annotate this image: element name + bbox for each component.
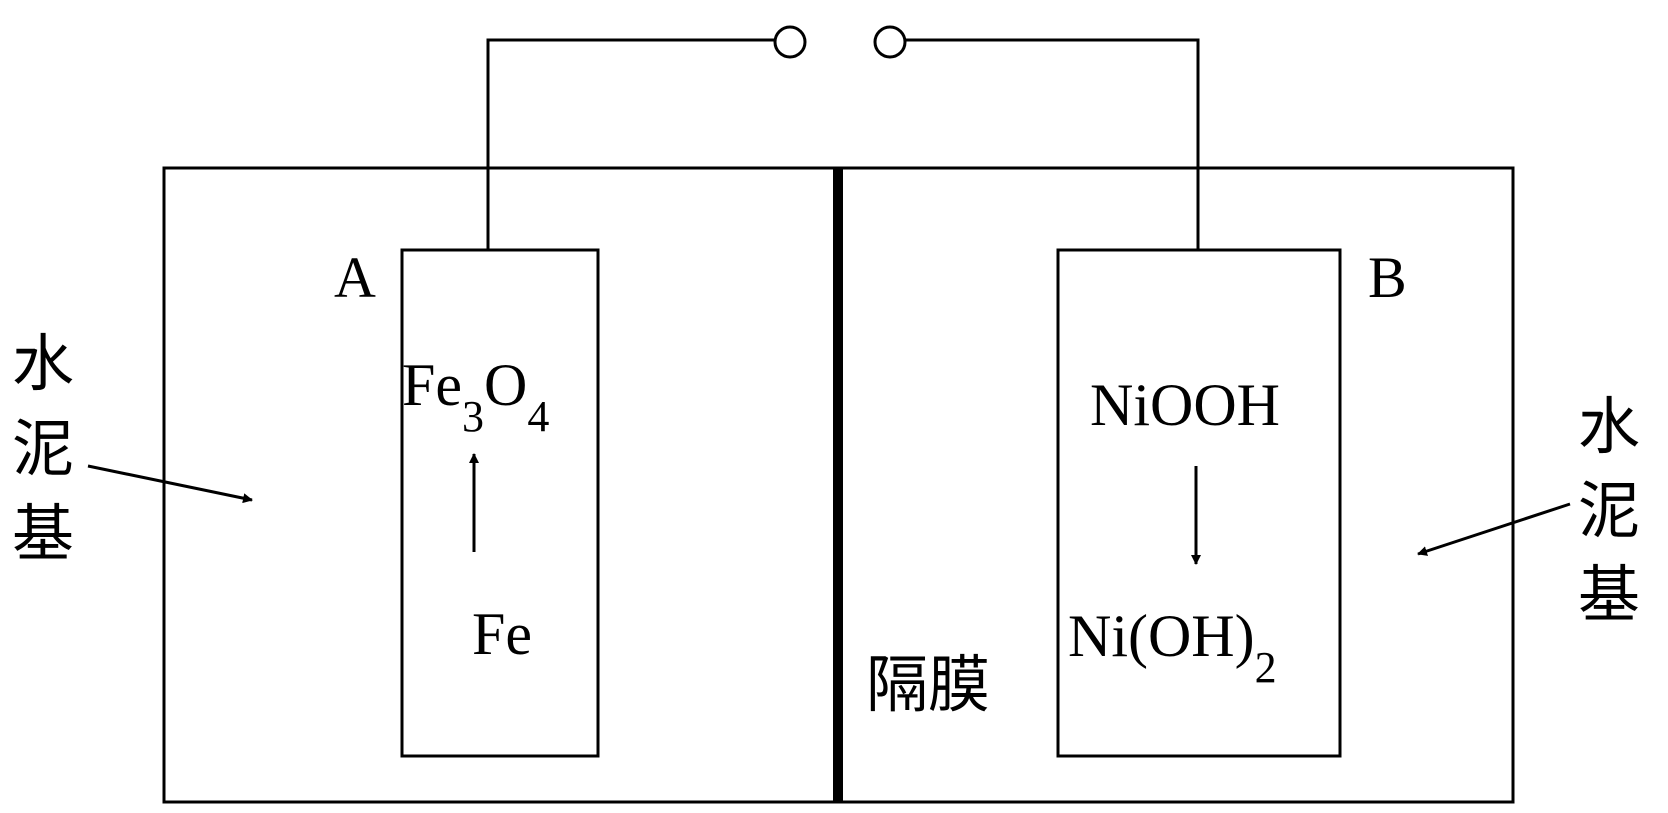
wire-left xyxy=(486,38,774,250)
electrode-a-box xyxy=(400,248,600,758)
wire-right xyxy=(906,38,1200,250)
cement-right-char-3: 基 xyxy=(1578,558,1640,631)
terminal-right xyxy=(873,25,907,59)
membrane-label: 隔膜 xyxy=(866,648,990,721)
terminal-left xyxy=(773,25,807,59)
cement-left-pointer-arrow xyxy=(87,464,253,504)
fe-label: Fe xyxy=(472,601,532,667)
cement-left-char-2: 泥 xyxy=(12,412,74,485)
nioh2-label: Ni(OH)2 xyxy=(1068,603,1277,692)
electrode-b-label: B xyxy=(1368,245,1407,310)
electrode-b-box xyxy=(1056,248,1342,758)
cement-right-pointer-arrow xyxy=(1417,502,1571,556)
cement-left-char-3: 基 xyxy=(12,497,74,570)
fe3o4-label: Fe3O4 xyxy=(402,352,549,441)
electrode-a-label: A xyxy=(334,245,376,310)
cement-right-char-2: 泥 xyxy=(1578,474,1640,547)
niooh-label: NiOOH xyxy=(1090,372,1280,438)
cement-right-char-1: 水 xyxy=(1578,390,1640,463)
cement-left-char-1: 水 xyxy=(12,327,74,400)
